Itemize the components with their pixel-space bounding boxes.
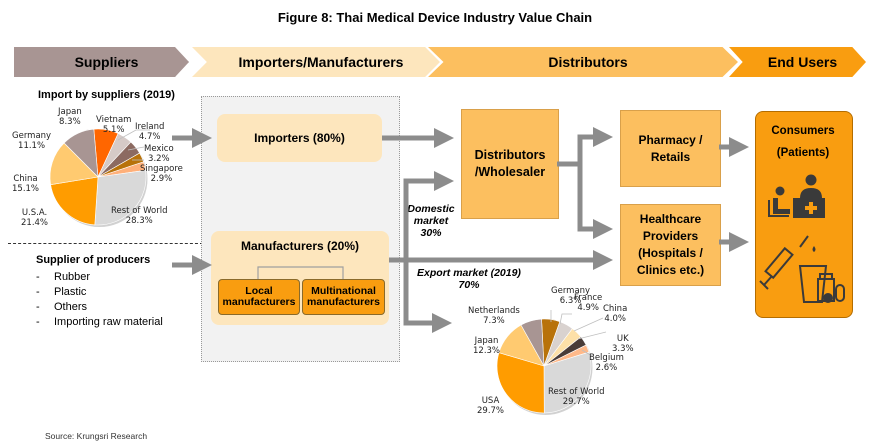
stage-label: End Users [767,54,838,70]
importers-box: Importers (80%) [217,114,382,162]
list-item: -Plastic [36,286,87,298]
arrow-to-healthcare [577,164,613,239]
stage-label: Distributors [548,54,628,70]
pie-leader-line [117,129,150,141]
source-note: Source: Krungsri Research [45,431,148,441]
stage-importers-manufacturers: Importers/Manufacturers [192,47,440,77]
stage-label: Importers/Manufacturers [238,54,404,70]
pie-leader-line [577,331,607,340]
multinational-manufacturers-box: Multinational manufacturers [302,279,385,315]
arrow-to-export-pie [403,260,452,333]
list-item: -Importing raw material [36,316,163,328]
export-market-label: Export market (2019) 70% [417,267,521,291]
pie-leader-line [559,313,572,325]
pharmacy-retails-box: Pharmacy /Retails [620,110,721,187]
pie-label: U.S.A.21.4% [21,208,49,228]
pie-slice-rest-of-world [543,351,592,414]
pie-leader-line [573,317,604,332]
pie-slice-germany [63,128,99,178]
pie-leader-line [581,349,593,357]
domestic-market-label: Domestic market 30% [407,203,455,239]
pie-slice-usa [496,352,545,414]
consumers-label: Consumers (Patients) [771,125,835,159]
arrow-domestic-to-distributors [403,171,454,260]
stage-distributors: Distributors [428,47,738,77]
list-item: -Others [36,301,88,313]
producers-list: -Rubber -Plastic -Others -Importing raw … [36,270,163,330]
pie-slice-rest-of-world [94,170,147,226]
import-pie-title: Import by suppliers (2019) [38,89,175,101]
pie-slice-netherlands [520,318,545,367]
local-manufacturers-box: Local manufacturers [218,279,300,315]
pie-leader-line [127,146,145,151]
manufacturers-bracket [257,266,344,279]
doctor-patient-desk-icon [768,174,825,218]
figure-title: Figure 8: Thai Medical Device Industry V… [277,10,593,25]
stage-end-users: End Users [729,47,866,77]
stage-label: Suppliers [74,54,139,70]
manufacturers-label: Manufacturers (20%) [240,239,360,253]
stage-suppliers: Suppliers [14,47,189,77]
producers-title: Supplier of producers [36,254,151,266]
supplier-separator [8,243,203,244]
arrow-to-pharmacy [577,127,613,164]
distributors-wholesaler-box: Distributors/Wholesaler [461,109,559,219]
pie-slice-u-s-a [50,176,99,226]
list-item: -Rubber [36,271,91,283]
syringe-medicine-icon [759,235,845,303]
